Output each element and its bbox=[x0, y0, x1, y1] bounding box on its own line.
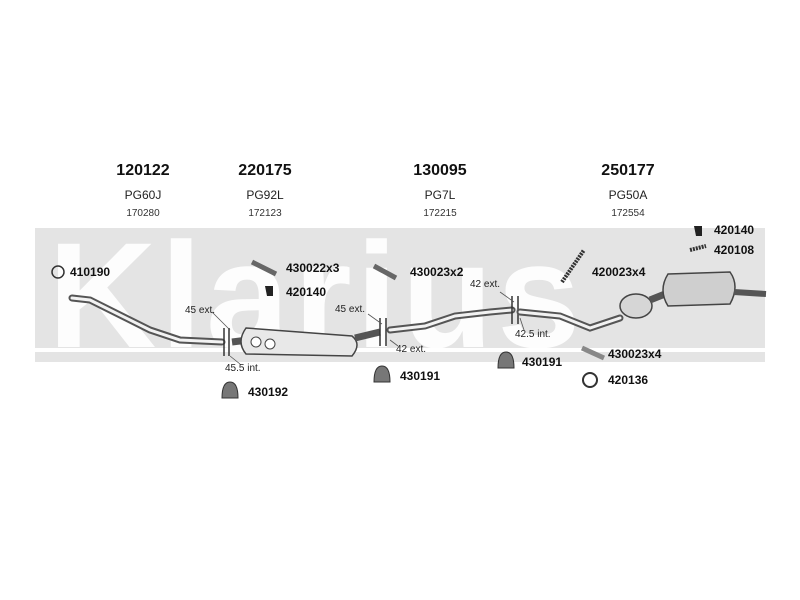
section-1-code: PG60J bbox=[124, 188, 162, 202]
dim-leader-42ext-b bbox=[499, 291, 515, 303]
gasket-ring-icon-b bbox=[582, 372, 598, 388]
fitting-430022x3: 430022x3 bbox=[286, 261, 340, 275]
section-2-code: PG92L bbox=[246, 188, 284, 202]
section-1-part-number: 120122 bbox=[116, 162, 170, 179]
section-4-part-number: 250177 bbox=[601, 162, 655, 179]
section-2-part-number: 220175 bbox=[238, 162, 292, 179]
fitting-420023x4: 420023x4 bbox=[592, 265, 646, 279]
rear-silencer-body bbox=[662, 271, 736, 307]
fitting-430023x4: 430023x4 bbox=[608, 347, 662, 361]
section-3-part-number: 130095 bbox=[413, 162, 467, 179]
fitting-420140-a: 420140 bbox=[286, 285, 327, 299]
rear-prebox bbox=[619, 293, 653, 319]
fitting-430191-b: 430191 bbox=[522, 355, 563, 369]
bolt-small-icon bbox=[689, 244, 707, 252]
dim-42-5int: 42.5 int. bbox=[515, 329, 551, 340]
bolt-strip-icon bbox=[250, 259, 278, 277]
dim-45ext-b: 45 ext. bbox=[335, 304, 366, 315]
dim-leader-42ext-a bbox=[389, 339, 399, 347]
clip-icon-b bbox=[694, 226, 702, 236]
bolt-strip-icon-b bbox=[372, 263, 398, 281]
rubber-hanger-icon-2 bbox=[373, 365, 391, 383]
intermediate-pipe-highlight bbox=[388, 308, 514, 332]
dim-leader-425int bbox=[519, 317, 525, 331]
dim-45-5int: 45.5 int. bbox=[225, 363, 261, 374]
front-pipe-highlight bbox=[70, 296, 224, 344]
dim-42ext-b: 42 ext. bbox=[470, 279, 501, 290]
dim-42ext-a: 42 ext. bbox=[396, 344, 427, 355]
clip-icon bbox=[265, 286, 273, 296]
dim-leader-45ext bbox=[211, 311, 231, 331]
section-3-ref: 172215 bbox=[423, 208, 457, 219]
tail-pipe bbox=[733, 289, 767, 297]
section-3-code: PG7L bbox=[424, 188, 456, 202]
dim-45ext-a: 45 ext. bbox=[185, 305, 216, 316]
dim-leader-45ext-b bbox=[367, 313, 383, 325]
fitting-430192: 430192 bbox=[248, 385, 289, 399]
fitting-430191-a: 430191 bbox=[400, 369, 441, 383]
fitting-420136: 420136 bbox=[608, 373, 649, 387]
fitting-410190: 410190 bbox=[70, 265, 111, 279]
bolt-strip-icon-c bbox=[580, 345, 606, 361]
fitting-430023x2: 430023x2 bbox=[410, 265, 464, 279]
fitting-420108: 420108 bbox=[714, 243, 755, 257]
rear-pipe-highlight bbox=[518, 310, 622, 330]
section-2-ref: 172123 bbox=[248, 208, 282, 219]
watermark-underline bbox=[35, 352, 765, 362]
centre-pipe-out bbox=[354, 328, 381, 342]
dim-leader-455int bbox=[229, 355, 241, 365]
rubber-hanger-icon-3 bbox=[497, 351, 515, 369]
section-4-code: PG50A bbox=[608, 188, 648, 202]
silencer-hole-2 bbox=[264, 338, 276, 350]
bolt-icon-long bbox=[560, 248, 586, 284]
section-1-ref: 170280 bbox=[126, 208, 160, 219]
silencer-hole-1 bbox=[250, 336, 262, 348]
gasket-ring-icon bbox=[51, 265, 65, 279]
rubber-hanger-icon-1 bbox=[221, 381, 239, 399]
section-4-ref: 172554 bbox=[611, 208, 645, 219]
fitting-420140-b: 420140 bbox=[714, 223, 755, 237]
